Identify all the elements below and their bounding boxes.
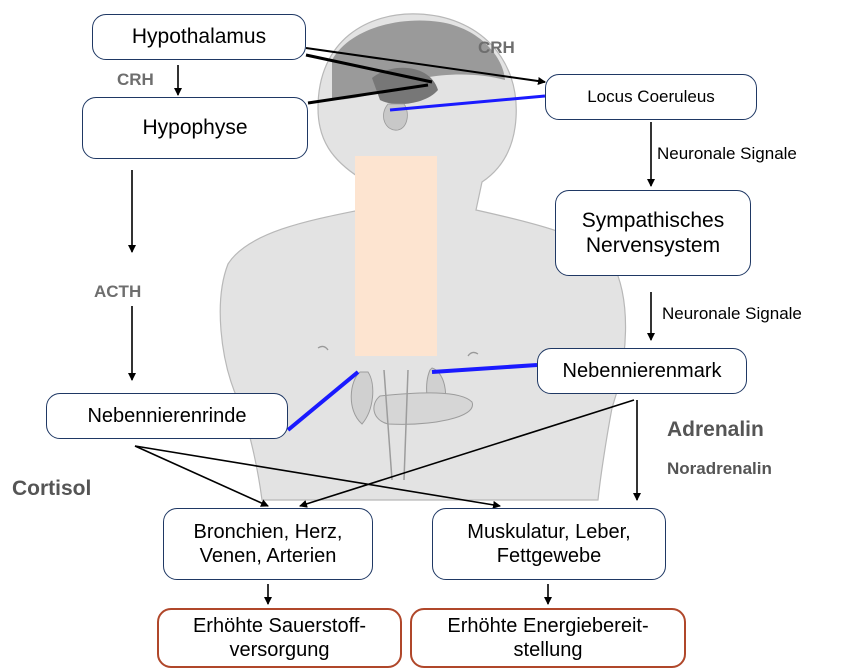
box-hypothalamus: Hypothalamus: [92, 14, 306, 60]
label-crh-top: CRH: [478, 38, 515, 58]
label-cortisol: Cortisol: [12, 477, 91, 501]
box-sauerstoff: Erhöhte Sauerstoff- versorgung: [157, 608, 402, 668]
label-acth: ACTH: [94, 282, 141, 302]
box-hypophyse-label: Hypophyse: [142, 115, 247, 140]
label-neuronale-signale-1: Neuronale Signale: [657, 144, 797, 164]
label-crh-left: CRH: [117, 70, 154, 90]
box-muskulatur-label: Muskulatur, Leber, Fettgewebe: [467, 520, 630, 568]
spinal-column-panel: [355, 156, 437, 356]
box-hypothalamus-label: Hypothalamus: [132, 24, 266, 49]
box-nebennierenrinde-label: Nebennierenrinde: [87, 404, 246, 428]
box-bronchien-label: Bronchien, Herz, Venen, Arterien: [194, 520, 343, 568]
box-locus-coeruleus-label: Locus Coeruleus: [587, 87, 715, 107]
box-sauerstoff-label: Erhöhte Sauerstoff- versorgung: [193, 614, 366, 662]
box-nebennierenmark-label: Nebennierenmark: [563, 359, 722, 383]
box-sympathisches-label: Sympathisches Nervensystem: [582, 208, 724, 258]
box-muskulatur: Muskulatur, Leber, Fettgewebe: [432, 508, 666, 580]
label-adrenalin: Adrenalin: [667, 418, 764, 442]
box-energie-label: Erhöhte Energiebereit- stellung: [447, 614, 648, 662]
box-nebennierenmark: Nebennierenmark: [537, 348, 747, 394]
box-locus-coeruleus: Locus Coeruleus: [545, 74, 757, 120]
arrow-rinde-to-bronchien: [135, 446, 268, 506]
box-nebennierenrinde: Nebennierenrinde: [46, 393, 288, 439]
box-energie: Erhöhte Energiebereit- stellung: [410, 608, 686, 668]
box-hypophyse: Hypophyse: [82, 97, 308, 159]
label-noradrenalin: Noradrenalin: [667, 459, 772, 479]
box-sympathisches-nervensystem: Sympathisches Nervensystem: [555, 190, 751, 276]
box-bronchien: Bronchien, Herz, Venen, Arterien: [163, 508, 373, 580]
label-neuronale-signale-2: Neuronale Signale: [662, 304, 802, 324]
